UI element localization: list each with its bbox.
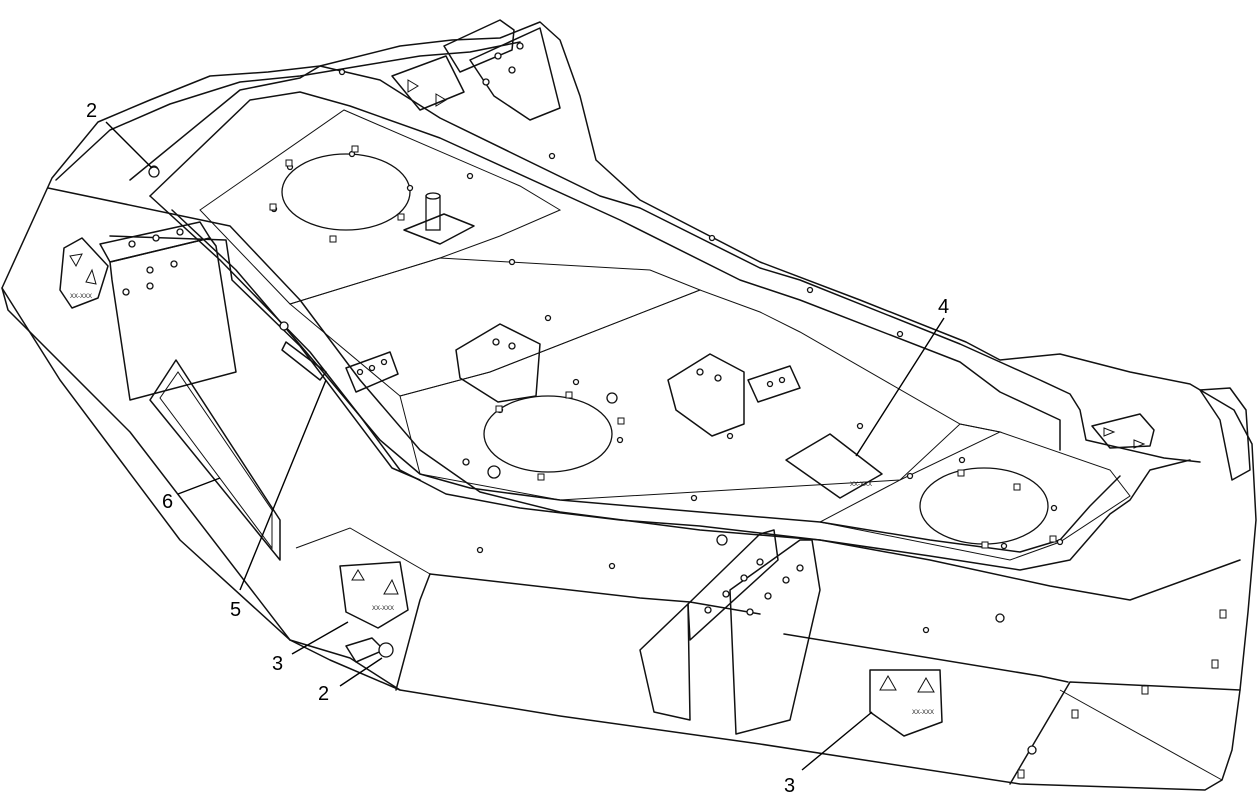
- callout-leaders: [105, 121, 945, 771]
- decal-arrow-front-left: XX-XXX: [339, 561, 409, 629]
- decal-arrow-front-right: XX-XXX: [869, 669, 943, 737]
- callout-labels: 2 4 6 5 3 2 3: [86, 100, 949, 796]
- decal-arrow-left-side: XX-XXX: [59, 237, 109, 309]
- leader-3-bottom: [801, 711, 873, 771]
- deck-fastener-holes: [149, 68, 1227, 779]
- callout-4: 4: [938, 296, 949, 318]
- callout-5: 5: [230, 599, 241, 621]
- spindle-hole-left: [281, 153, 411, 231]
- spindle-hole-right: [919, 467, 1049, 545]
- callout-2-top: 2: [86, 100, 97, 122]
- svg-text:XX-XXX: XX-XXX: [372, 606, 394, 612]
- leader-4: [855, 317, 945, 457]
- svg-text:XX-XXX: XX-XXX: [850, 482, 872, 488]
- svg-text:XX-XXX: XX-XXX: [912, 710, 934, 716]
- decal-arrow-top: [391, 55, 465, 111]
- callout-3-bottom: 3: [784, 775, 795, 796]
- leader-3-left: [291, 621, 349, 655]
- decal-5-strip: [281, 341, 327, 381]
- idler-brackets: [345, 192, 801, 437]
- decal-6-panel: [149, 359, 281, 561]
- decal-arrow-right-top: [1091, 413, 1155, 449]
- leader-6: [177, 477, 221, 495]
- leader-2-top: [105, 121, 153, 169]
- callout-6: 6: [162, 491, 173, 513]
- deck-shell: [1, 21, 1257, 791]
- spindle-hole-center: [483, 395, 613, 473]
- grease-fittings: [148, 166, 394, 663]
- leader-5: [239, 379, 327, 591]
- mounting-brackets: [99, 19, 1251, 735]
- callout-2-bottom: 2: [318, 683, 329, 705]
- deck-top-panels: [199, 109, 1131, 561]
- leader-2-bottom: [339, 657, 383, 687]
- svg-text:XX-XXX: XX-XXX: [70, 294, 92, 300]
- decal-4-label: XX-XXX: [785, 433, 883, 499]
- callout-3-left: 3: [272, 653, 283, 675]
